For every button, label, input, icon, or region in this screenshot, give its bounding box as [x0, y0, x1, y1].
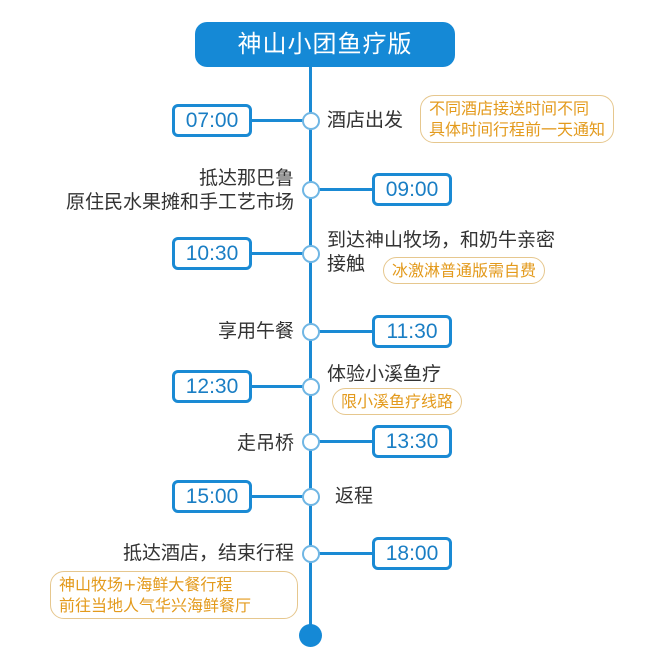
- description-line: 抵达那巴鲁: [198, 167, 294, 189]
- note-line: 神山牧场+海鲜大餐行程: [59, 575, 233, 594]
- timeline-node: [302, 181, 320, 199]
- connector-line: [250, 252, 310, 255]
- connector-line: [311, 552, 373, 555]
- event-description: 返程: [335, 484, 373, 508]
- timeline-node: [302, 378, 320, 396]
- connector-line: [311, 188, 373, 191]
- connector-line: [311, 440, 373, 443]
- timeline-title: 神山小团鱼疗版: [195, 22, 455, 67]
- event-description: 抵达酒店，结束行程: [123, 541, 294, 565]
- time-badge: 10:30: [172, 237, 252, 270]
- timeline-line: [309, 67, 312, 635]
- timeline-end-dot: [299, 624, 322, 647]
- description-line: 原住民水果摊和手工艺市场: [65, 191, 294, 213]
- connector-line: [250, 119, 310, 122]
- connector-line: [250, 385, 310, 388]
- event-description: 享用午餐: [218, 319, 294, 343]
- connector-line: [250, 495, 310, 498]
- event-description: 走吊桥: [237, 431, 294, 455]
- event-note: 冰激淋普通版需自费: [383, 257, 546, 284]
- description-line: 到达神山牧场，和奶牛亲密: [327, 229, 556, 251]
- event-description: 酒店出发: [327, 108, 403, 132]
- time-badge: 07:00: [172, 104, 252, 137]
- time-badge: 15:00: [172, 480, 252, 513]
- note-line: 限小溪鱼疗线路: [341, 392, 454, 411]
- timeline-node: [302, 433, 320, 451]
- timeline-node: [302, 112, 320, 130]
- time-badge: 13:30: [372, 425, 452, 458]
- time-badge: 09:00: [372, 173, 452, 206]
- event-description: 抵达那巴鲁原住民水果摊和手工艺市场: [66, 166, 294, 214]
- time-badge: 18:00: [372, 537, 452, 570]
- event-note: 神山牧场+海鲜大餐行程前往当地人气华兴海鲜餐厅: [50, 571, 298, 619]
- description-line: 走吊桥: [236, 432, 294, 454]
- description-line: 酒店出发: [327, 109, 404, 131]
- timeline-node: [302, 488, 320, 506]
- description-line: 返程: [335, 485, 374, 507]
- note-line: 不同酒店接送时间不同: [429, 99, 590, 118]
- description-line: 享用午餐: [217, 320, 294, 342]
- description-line: 抵达酒店，结束行程: [122, 542, 294, 564]
- event-note: 限小溪鱼疗线路: [332, 388, 463, 415]
- timeline-node: [302, 245, 320, 263]
- event-description: 体验小溪鱼疗: [327, 362, 441, 386]
- time-badge: 12:30: [172, 370, 252, 403]
- description-line: 接触: [327, 253, 366, 275]
- timeline-node: [302, 545, 320, 563]
- note-line: 具体时间行程前一天通知: [429, 120, 606, 139]
- event-description: 到达神山牧场，和奶牛亲密接触: [327, 228, 555, 276]
- event-note: 不同酒店接送时间不同具体时间行程前一天通知: [420, 95, 615, 143]
- timeline-node: [302, 323, 320, 341]
- note-line: 前往当地人气华兴海鲜餐厅: [59, 596, 252, 615]
- connector-line: [311, 330, 373, 333]
- note-line: 冰激淋普通版需自费: [392, 261, 537, 280]
- time-badge: 11:30: [372, 315, 452, 348]
- description-line: 体验小溪鱼疗: [327, 363, 442, 385]
